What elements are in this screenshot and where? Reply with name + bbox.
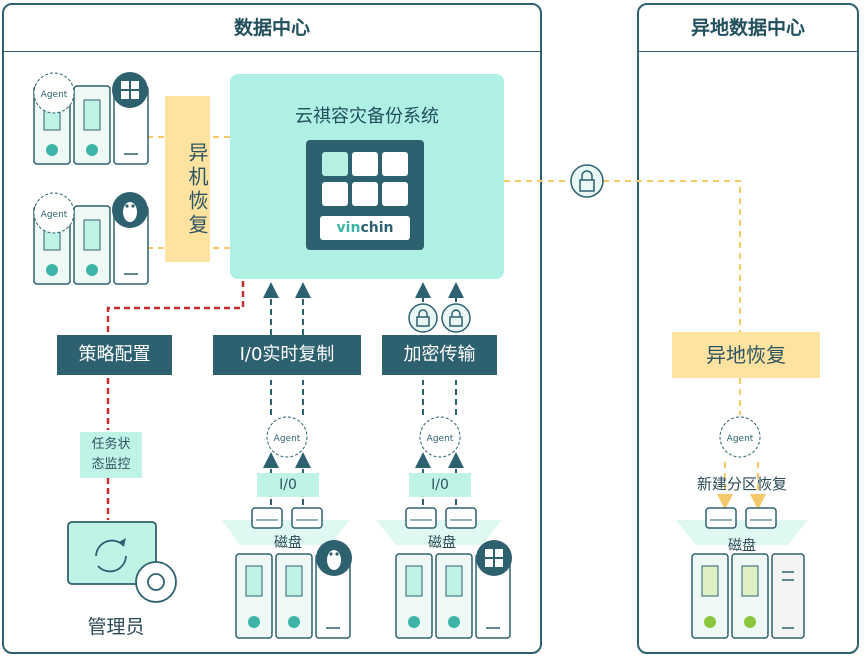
- svg-text:Agent: Agent: [41, 210, 68, 220]
- data-center-title: 数据中心: [4, 5, 540, 52]
- windows-server-icon: Agent: [33, 72, 149, 165]
- disk-label-left: 磁盘: [274, 535, 302, 551]
- disk-label-remote: 磁盘: [728, 538, 756, 554]
- disk-icon: [251, 507, 323, 529]
- backup-system-core: 云祺容灾备份系统 vinchin: [230, 74, 504, 279]
- io-copy-button[interactable]: I/0实时复制: [213, 335, 361, 375]
- io-tag-right: I/0: [409, 473, 471, 497]
- agent-icon: Agent: [266, 416, 308, 458]
- remote-recovery-label: 异地恢复: [706, 343, 786, 367]
- linux-server-icon: Agent: [33, 192, 149, 285]
- task-status-line1: 任务状: [91, 437, 131, 452]
- task-status-line2: 态监控: [91, 457, 131, 472]
- remote-data-center-title: 异地数据中心: [639, 5, 857, 52]
- lock-icon: [570, 164, 604, 198]
- partition-recovery-label: 新建分区恢复: [696, 475, 787, 493]
- linux-server-icon: [235, 540, 352, 639]
- disk-icon: [705, 507, 777, 529]
- disk-label-right: 磁盘: [428, 535, 456, 551]
- io-copy-label: I/0实时复制: [239, 344, 335, 365]
- io-tag-left: I/0: [257, 473, 319, 497]
- disk-icon: [405, 507, 477, 529]
- windows-server-icon: [395, 540, 512, 639]
- brand-text: vinchin: [320, 216, 410, 240]
- recovery-box: 异机恢复: [165, 96, 210, 262]
- remote-server-icon: [691, 553, 805, 639]
- remote-data-center-panel: 异地数据中心: [637, 3, 859, 654]
- svg-text:Agent: Agent: [274, 434, 301, 444]
- recovery-label: 异机恢复: [185, 142, 209, 238]
- lock-icon: [441, 303, 471, 333]
- vinchin-logo: vinchin: [306, 140, 424, 250]
- svg-text:Agent: Agent: [727, 434, 754, 444]
- lock-icon: [408, 303, 438, 333]
- agent-icon: Agent: [719, 416, 761, 458]
- svg-text:Agent: Agent: [427, 434, 454, 444]
- agent-icon: Agent: [419, 416, 461, 458]
- policy-config-label: 策略配置: [78, 344, 151, 365]
- admin-label: 管理员: [87, 616, 145, 638]
- svg-text:Agent: Agent: [41, 90, 68, 100]
- core-title: 云祺容灾备份系统: [295, 106, 439, 127]
- admin-monitor-icon: [67, 521, 177, 603]
- remote-recovery-box: 异地恢复: [672, 332, 820, 378]
- task-status-box: 任务状 态监控: [80, 432, 142, 478]
- encrypt-label: 加密传输: [403, 344, 476, 365]
- encrypt-button[interactable]: 加密传输: [382, 335, 497, 375]
- policy-config-button[interactable]: 策略配置: [57, 335, 172, 375]
